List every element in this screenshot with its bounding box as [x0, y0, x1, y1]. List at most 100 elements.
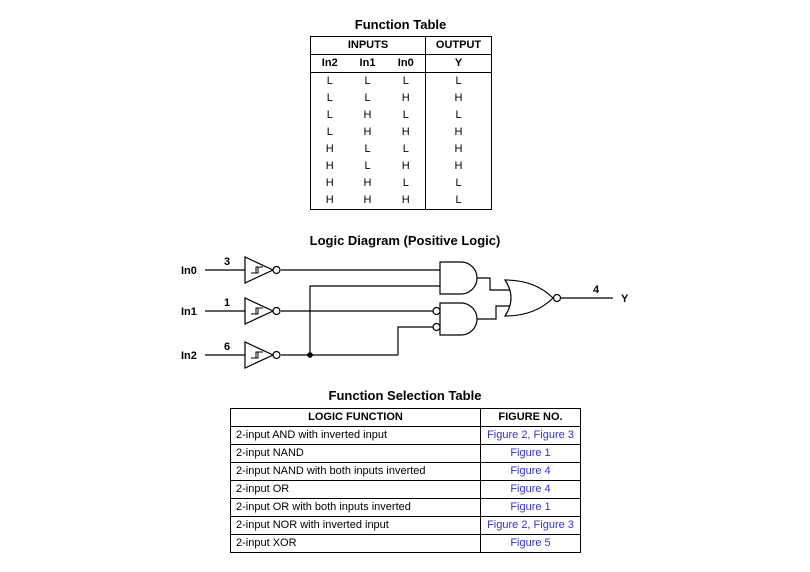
function-selection-table: LOGIC FUNCTION FIGURE NO. 2-input AND wi… — [230, 408, 581, 553]
function-table-cell: H — [363, 109, 372, 121]
figure-link[interactable]: Figure 4 — [510, 483, 551, 495]
function-table-cell: H — [325, 143, 334, 155]
function-table-cell: L — [386, 141, 427, 158]
input-label: In0 — [181, 265, 197, 277]
function-table-col-header: In1 — [348, 54, 387, 73]
logic-function-header: LOGIC FUNCTION — [230, 408, 481, 427]
schmitt-inverter-gate — [244, 297, 275, 325]
figure-cell: Figure 4 — [480, 480, 581, 499]
function-table-cell: L — [455, 75, 462, 87]
input-label: In1 — [181, 306, 197, 318]
function-selection-section: Function Selection Table LOGIC FUNCTION … — [230, 388, 581, 553]
function-table-group-header-row: INPUTS OUTPUT — [310, 36, 492, 55]
and-gate — [439, 261, 478, 295]
function-table-cell: H — [386, 192, 427, 210]
logic-function-cell: 2-input NAND — [230, 444, 481, 463]
function-table-col-header: In2 — [310, 54, 349, 73]
function-table-cell: H — [454, 143, 463, 155]
function-table-cell: H — [363, 126, 372, 138]
wire — [477, 277, 511, 291]
function-table-cell: H — [386, 158, 427, 175]
function-selection-title: Function Selection Table — [328, 388, 482, 403]
function-table-cell: L — [455, 177, 462, 189]
function-table-cell: L — [326, 109, 333, 121]
function-table-col-header: In0 — [386, 54, 427, 73]
figure-cell: Figure 5 — [480, 534, 581, 553]
figure-cell: Figure 1 — [480, 444, 581, 463]
selection-table-row: 2-input NOR with inverted input Figure 2,… — [230, 516, 581, 535]
figure-link[interactable]: Figure 2, Figure 3 — [487, 429, 574, 441]
figure-link[interactable]: Figure 2, Figure 3 — [487, 519, 574, 531]
function-table-cell: L — [326, 92, 333, 104]
logic-function-cell: 2-input OR with both inputs inverted — [230, 498, 481, 517]
function-table-cell: H — [363, 177, 372, 189]
function-table-cell: L — [455, 109, 462, 121]
wire — [477, 305, 511, 320]
output-group-header: OUTPUT — [425, 36, 492, 55]
wire — [397, 326, 433, 355]
function-table-cell: H — [325, 194, 334, 206]
function-table-cell: H — [363, 194, 372, 206]
function-table-cell: H — [386, 90, 427, 107]
pin-number: 1 — [224, 297, 230, 309]
wires — [205, 269, 613, 356]
function-table-cell: H — [325, 177, 334, 189]
input-bubble — [432, 306, 441, 316]
input-bubble — [432, 322, 441, 332]
pin-number: 3 — [224, 256, 230, 268]
logic-function-cell: 2-input NOR with inverted input — [230, 516, 481, 535]
function-table-title: Function Table — [354, 17, 447, 32]
figure-cell: Figure 2, Figure 3 — [480, 426, 581, 445]
junction-dot — [307, 352, 313, 358]
function-table-cell: L — [326, 126, 333, 138]
figure-link[interactable]: Figure 1 — [510, 447, 551, 459]
pin-number: 6 — [224, 341, 230, 353]
function-table-cell: L — [364, 160, 371, 172]
logic-function-cell: 2-input OR — [230, 480, 481, 499]
pin-number: 4 — [593, 284, 600, 296]
figure-link[interactable]: Figure 1 — [510, 501, 551, 513]
logic-diagram: In0 3 In1 1 In2 6 4 Y — [181, 256, 629, 369]
figure-cell: Figure 4 — [480, 462, 581, 481]
schmitt-inverter-gate — [244, 256, 275, 284]
figure-cell: Figure 2, Figure 3 — [480, 516, 581, 535]
and-gate-inverted-inputs — [439, 302, 478, 336]
schmitt-inverter-gate — [244, 341, 275, 369]
selection-table-row: 2-input XOR Figure 5 — [230, 534, 581, 553]
output-bubble — [552, 293, 562, 303]
inverter-bubble — [272, 265, 281, 275]
figure-link[interactable]: Figure 5 — [510, 537, 551, 549]
function-table-cell: L — [386, 175, 427, 192]
inputs-group-header: INPUTS — [310, 36, 427, 55]
function-table-cell: H — [454, 92, 463, 104]
logic-function-cell: 2-input XOR — [230, 534, 481, 553]
output-label: Y — [621, 293, 629, 305]
hysteresis-icon — [251, 266, 263, 359]
inverter-bubble — [272, 306, 281, 316]
function-table-cell: L — [386, 107, 427, 124]
function-table-cell: H — [386, 124, 427, 141]
selection-table-row: 2-input NAND Figure 1 — [230, 444, 581, 463]
function-table-col-header: Y — [425, 54, 492, 73]
function-table-cell: H — [454, 160, 463, 172]
function-table-cell: L — [364, 75, 371, 87]
function-table-cell: L — [364, 143, 371, 155]
inverter-bubble — [272, 350, 281, 360]
function-table-cell: L — [386, 72, 427, 90]
figure-link[interactable]: Figure 4 — [510, 465, 551, 477]
selection-table-header-row: LOGIC FUNCTION FIGURE NO. — [230, 408, 581, 427]
function-table-cell: H — [454, 126, 463, 138]
selection-table-row: 2-input OR with both inputs inverted Figu… — [230, 498, 581, 517]
input-label: In2 — [181, 350, 197, 362]
function-table-cell: L — [455, 194, 462, 206]
